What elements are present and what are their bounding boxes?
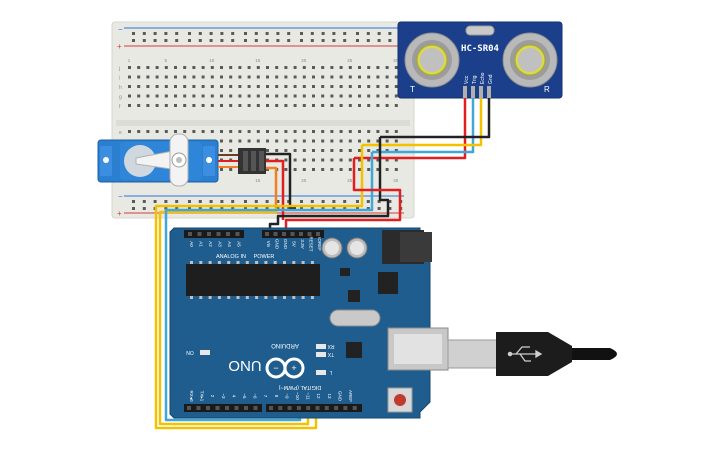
l-led [316, 370, 326, 375]
sensor-wires[interactable] [354, 98, 491, 160]
row-label: j [118, 66, 120, 72]
row-label: f [119, 104, 121, 110]
svg-text:+: + [117, 42, 122, 51]
breadboard[interactable]: − + − + jihgfedcba1155101015152020252530… [111, 21, 415, 219]
sensor-model-label: HC-SR04 [461, 44, 500, 54]
sensor-side-t: T [410, 85, 415, 94]
column-number: 1 [128, 58, 131, 63]
transmitter-transducer-icon [404, 32, 460, 88]
header-pins[interactable] [187, 232, 357, 410]
column-number: 30 [393, 178, 399, 183]
usb-cable-icon[interactable] [447, 332, 617, 376]
pin-label: 13 [327, 393, 332, 399]
pin-label-echo: Echo [480, 72, 486, 84]
power-label: POWER [254, 254, 275, 260]
pin-label: ~9 [284, 393, 289, 399]
pin-label: GND [337, 391, 342, 402]
column-number: 15 [255, 58, 261, 63]
svg-text:+: + [291, 363, 296, 373]
column-number: 15 [255, 178, 261, 183]
usb-symbol-icon [507, 346, 543, 362]
on-label: ON [186, 349, 194, 355]
pin-label: 3.3V [300, 239, 305, 248]
pin-label: ~10 [295, 392, 300, 400]
pin-label: GND [283, 239, 288, 250]
pin-label: A4 [227, 241, 232, 247]
rx-label: RX [327, 343, 335, 349]
sensor-pins[interactable] [463, 86, 491, 98]
pin-label: A3 [218, 241, 223, 247]
digital-label: DIGITAL (PWM~) [279, 384, 322, 390]
rx-led [316, 344, 326, 349]
infinity-logo-icon: − + [265, 357, 305, 379]
on-led [200, 350, 210, 355]
pin-label: A2 [208, 241, 213, 247]
pin-label: ~5 [242, 393, 247, 399]
pin-label: ~3 [221, 393, 226, 399]
pin-label: TX▸1 [200, 391, 205, 402]
column-number: 25 [347, 178, 353, 183]
pin-label: GND [275, 239, 280, 250]
receiver-transducer-icon [502, 32, 558, 88]
pin-label: Vin [266, 241, 271, 248]
digital-pin-labels: RX◂0 TX▸1 2 ~3 4 ~5 ~6 7 8 ~9 ~10 ~11 12 13 GND AREF [189, 390, 353, 402]
servo-wires[interactable] [266, 152, 296, 220]
servo-motor-icon[interactable] [97, 133, 266, 187]
ultrasonic-sensor[interactable]: HC-SR04 T R Vcc Trig Echo Gnd [397, 21, 563, 99]
svg-text:−: − [118, 192, 123, 201]
pin-label: RX◂0 [189, 390, 194, 402]
column-number: 20 [301, 178, 307, 183]
reset-button-icon[interactable] [387, 387, 413, 413]
pin-label-vcc: Vcc [464, 75, 470, 84]
column-number: 30 [393, 58, 399, 63]
row-label: e [119, 130, 122, 136]
analog-in-label: ANALOG IN [216, 254, 246, 260]
tx-led [316, 352, 326, 357]
column-number: 20 [301, 58, 307, 63]
pin-label: AREF [348, 390, 353, 402]
row-label: h [119, 85, 122, 91]
pin-label: A0 [189, 241, 194, 247]
tx-label: TX [327, 351, 334, 357]
pin-label: IOREF [317, 237, 322, 251]
uno-label: UNO [228, 357, 261, 374]
svg-text:−: − [118, 25, 123, 34]
pin-label: 7 [263, 395, 268, 398]
pin-label: A5 [237, 241, 242, 247]
pin-label: A1 [199, 241, 204, 247]
pin-label: 8 [274, 395, 279, 398]
column-number: 25 [347, 58, 353, 63]
pin-label: ~6 [253, 393, 258, 399]
svg-text:+: + [117, 209, 122, 218]
microcontroller-chip [190, 261, 314, 299]
arduino-brand-label: ARDUINO [271, 342, 299, 348]
pin-label-gnd: Gnd [488, 74, 494, 84]
sensor-pin-labels: Vcc Trig Echo Gnd [464, 72, 494, 84]
sensor-side-r: R [544, 85, 550, 94]
l-label: L [329, 369, 332, 375]
analog-pin-labels: A0 A1 A2 A3 A4 A5 [189, 241, 242, 247]
svg-text:−: − [273, 363, 278, 373]
pin-label: RESET [309, 236, 314, 251]
pin-label: ~11 [306, 392, 311, 400]
column-number: 5 [165, 58, 168, 63]
pin-label: 12 [316, 393, 321, 399]
pin-label: 4 [231, 395, 236, 398]
row-label: i [119, 76, 120, 82]
pin-label: 2 [210, 395, 215, 398]
pin-label-trig: Trig [472, 75, 478, 84]
pin-label: 5V [292, 241, 297, 247]
row-label: g [119, 95, 122, 101]
column-number: 10 [209, 58, 215, 63]
breadboard-holes-top [128, 66, 398, 107]
